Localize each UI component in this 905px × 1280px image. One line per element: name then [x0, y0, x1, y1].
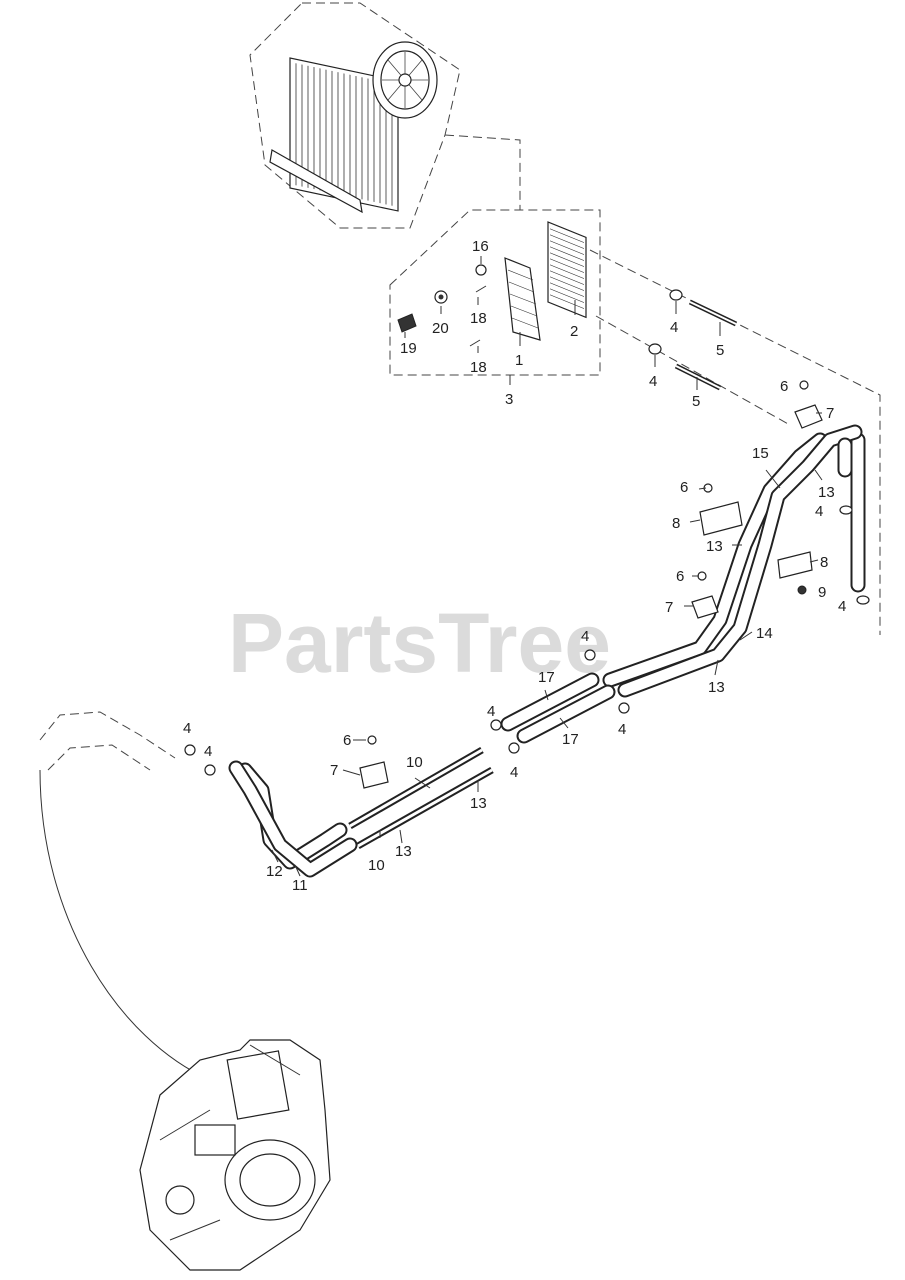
- callout-13-e: 13: [395, 843, 412, 860]
- callout-12: 12: [266, 863, 283, 880]
- callout-4-g: 4: [618, 721, 626, 738]
- callout-10-b: 10: [368, 857, 385, 874]
- callout-3: 3: [505, 391, 513, 408]
- callout-5-a: 5: [716, 342, 724, 359]
- callout-4-e: 4: [581, 628, 589, 645]
- callout-9: 9: [818, 584, 826, 601]
- oil-lines: [228, 424, 866, 878]
- engine: [139, 1039, 331, 1271]
- callout-13-c: 13: [708, 679, 725, 696]
- callout-4-i: 4: [204, 743, 212, 760]
- callout-15: 15: [752, 445, 769, 462]
- watermark: PartsTree: [228, 596, 611, 690]
- callout-13-b: 13: [706, 538, 723, 555]
- callout-6-a: 6: [780, 378, 788, 395]
- oil-cooler-assembly: [389, 209, 881, 635]
- callout-4-a: 4: [670, 319, 678, 336]
- callout-6-d: 6: [343, 732, 351, 749]
- callout-8-a: 8: [672, 515, 680, 532]
- callout-18-b: 18: [470, 359, 487, 376]
- callout-7-c: 7: [330, 762, 338, 779]
- callout-18: 18: [470, 310, 487, 327]
- radiator-assembly: [249, 2, 461, 229]
- callout-20: 20: [432, 320, 449, 337]
- callout-19: 19: [400, 340, 417, 357]
- callout-4-c: 4: [815, 503, 823, 520]
- fittings-upper: [648, 289, 738, 391]
- callout-6-b: 6: [680, 479, 688, 496]
- callout-4-f: 4: [487, 703, 495, 720]
- callout-8-b: 8: [820, 554, 828, 571]
- callout-17-b: 17: [562, 731, 579, 748]
- clamps: [184, 380, 870, 789]
- leader-lines: [271, 412, 823, 877]
- callout-1: 1: [515, 352, 523, 369]
- callout-5-b: 5: [692, 393, 700, 410]
- callout-4-b: 4: [649, 373, 657, 390]
- callout-11: 11: [292, 877, 308, 894]
- engine-connector: [39, 711, 211, 1081]
- callout-14: 14: [756, 625, 773, 642]
- callout-4-h: 4: [183, 720, 191, 737]
- callout-6-c: 6: [676, 568, 684, 585]
- callout-16: 16: [472, 238, 489, 255]
- callout-17-a: 17: [538, 669, 555, 686]
- callout-7-b: 7: [665, 599, 673, 616]
- callout-7-a: 7: [826, 405, 834, 422]
- callout-10-a: 10: [406, 754, 423, 771]
- callout-13-a: 13: [818, 484, 835, 501]
- callout-4-d: 4: [838, 598, 846, 615]
- callout-2: 2: [570, 323, 578, 340]
- callout-labels: 16 20 18 19 18 1 2 3 4 5 4 5 6 7 15 13 6…: [183, 238, 846, 894]
- callout-4-j: 4: [510, 764, 518, 781]
- callout-13-d: 13: [470, 795, 487, 812]
